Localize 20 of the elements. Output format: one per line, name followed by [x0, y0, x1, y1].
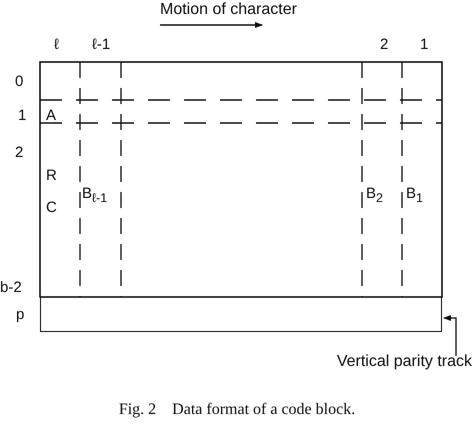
field-label: B$_{1}$ [406, 186, 423, 206]
field-label: A [46, 108, 56, 124]
field-label: R [46, 168, 57, 184]
row-label: 1 [18, 108, 26, 124]
row-label: p [16, 307, 24, 323]
row-label: b-2 [0, 280, 22, 296]
column-label: ℓ-1 [92, 37, 110, 53]
field-label: B$_{ℓ-1}$ [82, 186, 108, 206]
column-label: ℓ [54, 37, 59, 53]
direction-label: Motion of character [160, 2, 297, 18]
callout-text: Vertical parity track [330, 352, 472, 372]
figure-caption: Fig. 2 Data format of a code block. [118, 402, 356, 418]
row-label: 0 [15, 74, 24, 90]
leader-line [443, 315, 457, 356]
column-label: 2 [380, 37, 388, 53]
field-label: C [46, 200, 57, 216]
parity-track-row [40, 297, 442, 332]
column-label: 1 [420, 37, 428, 53]
field-label: B$_{2}$ [366, 186, 383, 206]
row-label: 2 [15, 145, 24, 161]
